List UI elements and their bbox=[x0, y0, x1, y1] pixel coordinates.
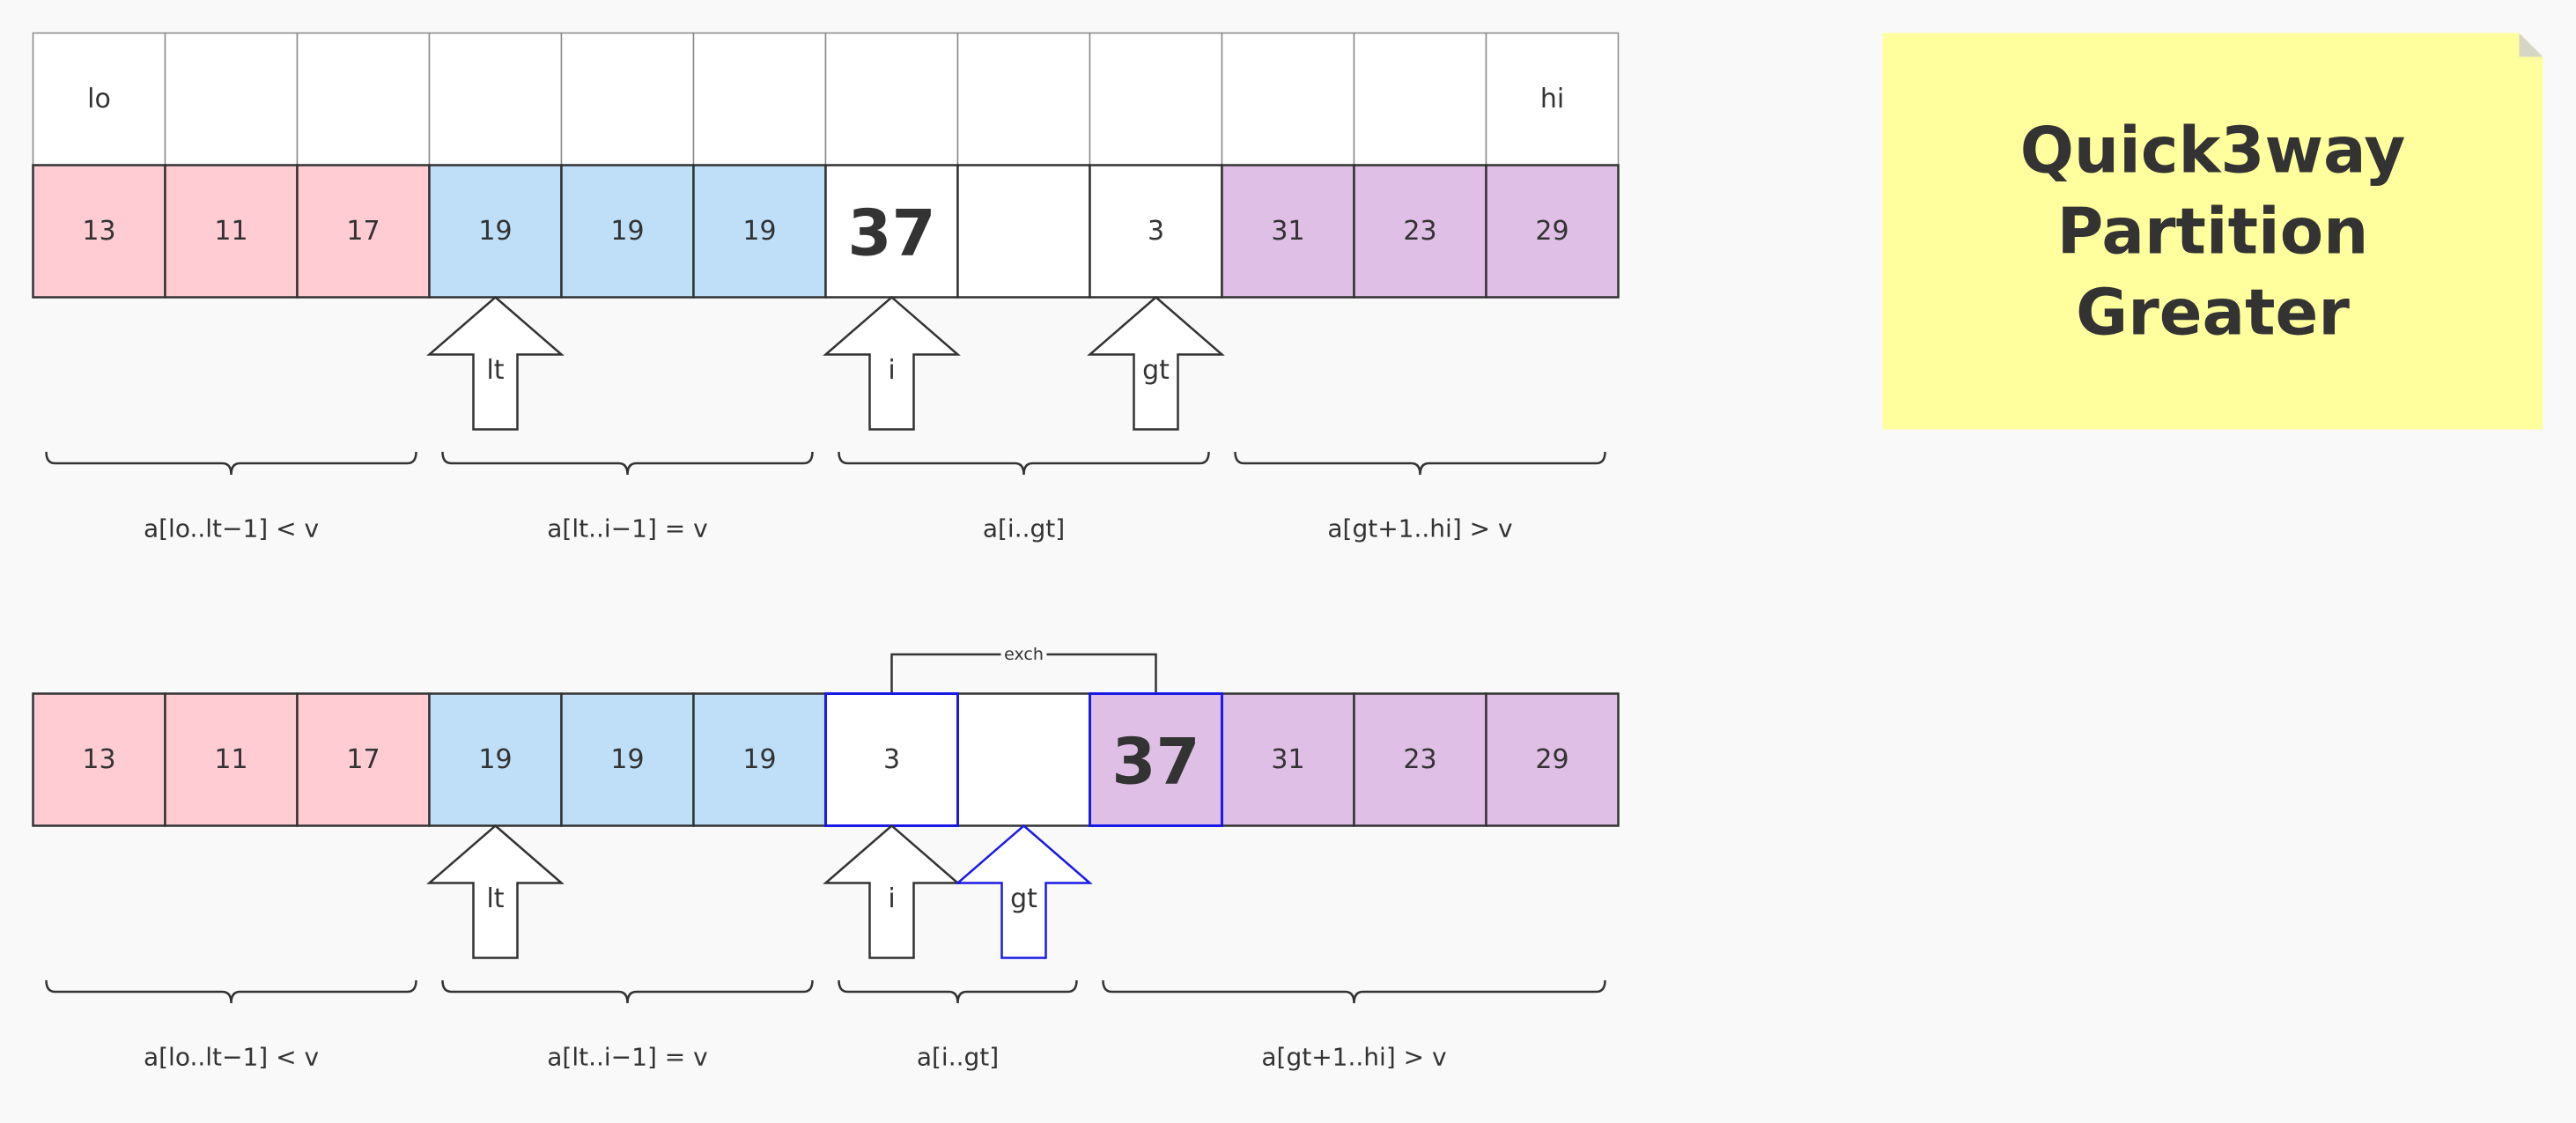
array-cell bbox=[560, 164, 695, 299]
range-label: a[lo..lt−1] < v bbox=[144, 514, 319, 543]
range-label: a[i..gt] bbox=[917, 1043, 999, 1072]
pointer-arrow-gt bbox=[1087, 295, 1225, 431]
array-cell bbox=[692, 164, 827, 299]
note-paper bbox=[1882, 33, 2543, 430]
array-cell bbox=[956, 692, 1091, 827]
label-cell bbox=[956, 32, 1091, 166]
range-brace bbox=[1102, 979, 1606, 1004]
label-cell bbox=[1485, 32, 1620, 166]
range-label: a[gt+1..hi] > v bbox=[1327, 514, 1512, 543]
array-cell bbox=[1089, 692, 1223, 827]
cell-value: 19 bbox=[478, 216, 512, 247]
cell-value: 3 bbox=[883, 744, 900, 775]
label-cell bbox=[560, 32, 695, 166]
label-cell bbox=[428, 32, 563, 166]
title-line: Greater bbox=[2076, 276, 2350, 350]
cell-value: 37 bbox=[1111, 725, 1199, 799]
exchange-label: exch bbox=[1004, 645, 1044, 664]
label-cell bbox=[296, 32, 431, 166]
array-cell bbox=[1089, 164, 1223, 299]
title-line: Quick3way bbox=[2020, 114, 2406, 188]
range-label: a[i..gt] bbox=[983, 514, 1065, 543]
range-brace bbox=[838, 451, 1210, 476]
pointer-label-gt: gt bbox=[1010, 883, 1037, 914]
cell-value: 13 bbox=[82, 744, 115, 775]
pointer-arrow-lt bbox=[426, 295, 565, 431]
pointer-arrow-gt bbox=[955, 824, 1093, 959]
array-cell bbox=[296, 164, 431, 299]
exchange-label-bg bbox=[1000, 646, 1047, 663]
label-cell bbox=[1221, 32, 1355, 166]
array-cell bbox=[428, 692, 563, 827]
cell-value: 29 bbox=[1535, 216, 1568, 247]
range-label: a[gt+1..hi] > v bbox=[1261, 1043, 1446, 1072]
label-cell bbox=[32, 32, 166, 166]
pointer-label-lt: lt bbox=[486, 355, 504, 386]
note-fold bbox=[2519, 33, 2543, 57]
array-cell bbox=[560, 692, 695, 827]
cell-value: 19 bbox=[478, 744, 512, 775]
array-cell-highlight bbox=[1089, 692, 1223, 827]
label-cell bbox=[824, 32, 959, 166]
cell-value: 17 bbox=[346, 744, 380, 775]
pointer-arrow-lt bbox=[426, 824, 565, 959]
array-cell bbox=[1353, 164, 1487, 299]
array-cell bbox=[32, 692, 166, 827]
cell-value: 19 bbox=[610, 216, 644, 247]
label-cell bbox=[1089, 32, 1223, 166]
range-brace bbox=[838, 979, 1078, 1004]
array-cell bbox=[1485, 164, 1620, 299]
pointer-label-lt: lt bbox=[486, 883, 504, 914]
range-label: a[lt..i−1] = v bbox=[547, 1043, 707, 1072]
cell-value: 3 bbox=[1148, 216, 1164, 247]
cell-value: 29 bbox=[1535, 744, 1568, 775]
array-cell bbox=[956, 164, 1091, 299]
cell-value: 19 bbox=[742, 744, 776, 775]
pointer-arrow-i bbox=[823, 824, 961, 959]
array-cell bbox=[692, 692, 827, 827]
cell-value: 13 bbox=[82, 216, 115, 247]
index-label-lo: lo bbox=[87, 84, 111, 115]
title-line: Partition bbox=[2057, 195, 2369, 269]
range-brace bbox=[1234, 451, 1606, 476]
pointer-arrow-i bbox=[823, 295, 961, 431]
range-brace bbox=[441, 979, 814, 1004]
pointer-label-gt: gt bbox=[1142, 355, 1170, 386]
cell-value: 31 bbox=[1271, 744, 1304, 775]
range-label: a[lt..i−1] = v bbox=[547, 514, 707, 543]
label-cell bbox=[1353, 32, 1487, 166]
array-cell bbox=[296, 692, 431, 827]
pointer-label-i: i bbox=[888, 883, 895, 914]
cell-value: 11 bbox=[214, 216, 247, 247]
label-cell bbox=[692, 32, 827, 166]
array-cell bbox=[164, 692, 299, 827]
range-label: a[lo..lt−1] < v bbox=[144, 1043, 319, 1072]
array-cell bbox=[32, 164, 166, 299]
label-cell bbox=[164, 32, 299, 166]
cell-value: 23 bbox=[1403, 744, 1436, 775]
index-label-hi: hi bbox=[1540, 84, 1564, 115]
cell-value: 19 bbox=[610, 744, 644, 775]
array-cell bbox=[428, 164, 563, 299]
range-brace bbox=[441, 451, 814, 476]
range-brace bbox=[45, 979, 417, 1004]
range-brace bbox=[45, 451, 417, 476]
bottom-panel: exch 13 11 17 19 19 19 3 37 31 23 29 lt i gt a[lo..lt−1… bbox=[32, 645, 1620, 1072]
cell-value: 11 bbox=[214, 744, 247, 775]
array-cell bbox=[1485, 692, 1620, 827]
array-cell bbox=[1353, 692, 1487, 827]
cell-value: 17 bbox=[346, 216, 380, 247]
cell-value: 19 bbox=[742, 216, 776, 247]
cell-value: 31 bbox=[1271, 216, 1304, 247]
cell-value: 23 bbox=[1403, 216, 1436, 247]
top-panel: lo hi 13 11 17 19 19 19 37 3 31 23 29 lt i gt a[lo..lt−1… bbox=[32, 32, 1620, 543]
cell-value: 37 bbox=[847, 196, 935, 270]
pointer-label-i: i bbox=[888, 355, 895, 386]
